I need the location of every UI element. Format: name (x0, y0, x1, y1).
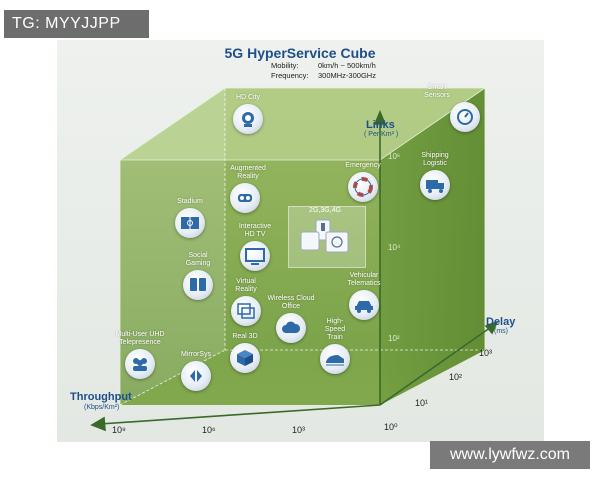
legacy-networks-label: 2G,3G,4G (309, 207, 341, 214)
links-tick: 10² (388, 334, 400, 343)
service-multi-user-uhd: Multi-User UHD Telepresence (95, 331, 185, 379)
delay-tick: 10² (449, 372, 463, 382)
links-tick: 10⁴ (388, 243, 401, 252)
service-label: MirrorSys (181, 351, 211, 358)
gauge-icon (450, 102, 480, 132)
service-label: Virtual Reality (235, 278, 257, 293)
service-label: Augmented Reality (230, 165, 266, 180)
service-label: Social Gaming (185, 252, 211, 267)
service-label: HD City (235, 94, 261, 101)
service-label: Real 3D (232, 333, 258, 340)
service-interactive-hd-tv: Interactive HD TV (210, 223, 300, 271)
car-icon (349, 290, 379, 320)
mobility-value: 0km/h ~ 500km/h (318, 61, 376, 70)
frequency-value: 300MHz-300GHz (318, 71, 376, 80)
frequency-label: Frequency: (271, 71, 309, 80)
delay-tick: 10³ (479, 348, 493, 358)
mobility-label: Mobility: (271, 61, 299, 70)
service-label: Wireless Cloud Office (267, 295, 315, 310)
service-label: Multi-User UHD Telepresence (115, 331, 165, 346)
throughput-axis-label: Throughput (70, 391, 132, 403)
delay-tick: 10¹ (415, 398, 429, 408)
service-vehicular-telematics: Vehicular Telematics (319, 272, 409, 320)
service-label: Emergency (345, 162, 381, 169)
service-hd-city: HD City (203, 94, 293, 134)
truck-icon (420, 170, 450, 200)
service-shipping-logistic: Shipping Logistic (390, 152, 480, 200)
service-wireless-cloud-office: Wireless Cloud Office (246, 295, 336, 343)
service-label: Stadium (177, 198, 203, 205)
links-tick: 10⁶ (388, 152, 401, 161)
links-axis-unit: ( Per Km² ) (364, 131, 399, 138)
service-real-3d: Real 3D (200, 333, 290, 373)
stadium-icon (175, 208, 205, 238)
delay-tick: 10⁰ (384, 422, 398, 432)
throughput-axis-unit: (Kbps/Km²) (84, 404, 120, 411)
service-augmented-reality: Augmented Reality (200, 165, 290, 213)
service-social-gaming: Social Gaming (153, 252, 243, 300)
service-emergency: Emergency (318, 162, 408, 202)
links-axis-label: Links (366, 119, 395, 131)
headset-icon (230, 183, 260, 213)
legacy-networks-box (288, 206, 366, 268)
service-label: Smart Sensors (424, 84, 450, 99)
diagram-title: 5G HyperService Cube (224, 45, 376, 61)
tv-icon (240, 241, 270, 271)
top-watermark: TG: MYYJJPP (4, 10, 149, 38)
cloud-icon (276, 313, 306, 343)
vr-icon (231, 296, 261, 326)
bottom-watermark: www.lywfwz.com (430, 441, 590, 469)
delay-axis-unit: (ms) (494, 328, 508, 335)
service-label: Shipping Logistic (421, 152, 449, 167)
cube-right-face (380, 88, 485, 405)
throughput-tick: 10⁹ (112, 425, 126, 435)
service-label: Interactive HD TV (238, 223, 272, 238)
service-smart-sensors: Smart Sensors (417, 84, 507, 132)
camera-icon (233, 104, 263, 134)
service-label: High-Speed Train (324, 318, 346, 341)
train-icon (320, 344, 350, 374)
lifebuoy-icon (348, 172, 378, 202)
service-high-speed-train: High-Speed Train (290, 318, 380, 374)
tablets-icon (183, 270, 213, 300)
delay-axis-label: Delay (486, 316, 516, 328)
throughput-tick: 10⁶ (202, 425, 216, 435)
mirror-icon (181, 361, 211, 391)
people-icon (125, 349, 155, 379)
throughput-tick: 10³ (292, 425, 306, 435)
service-virtual-reality: Virtual Reality (201, 278, 291, 326)
service-mirrorsys: MirrorSys (151, 351, 241, 391)
service-stadium: Stadium (145, 198, 235, 238)
legacy-devices-icon (300, 219, 349, 253)
service-label: Vehicular Telematics (347, 272, 381, 287)
cube-top-face (120, 88, 485, 160)
cube-icon (230, 343, 260, 373)
